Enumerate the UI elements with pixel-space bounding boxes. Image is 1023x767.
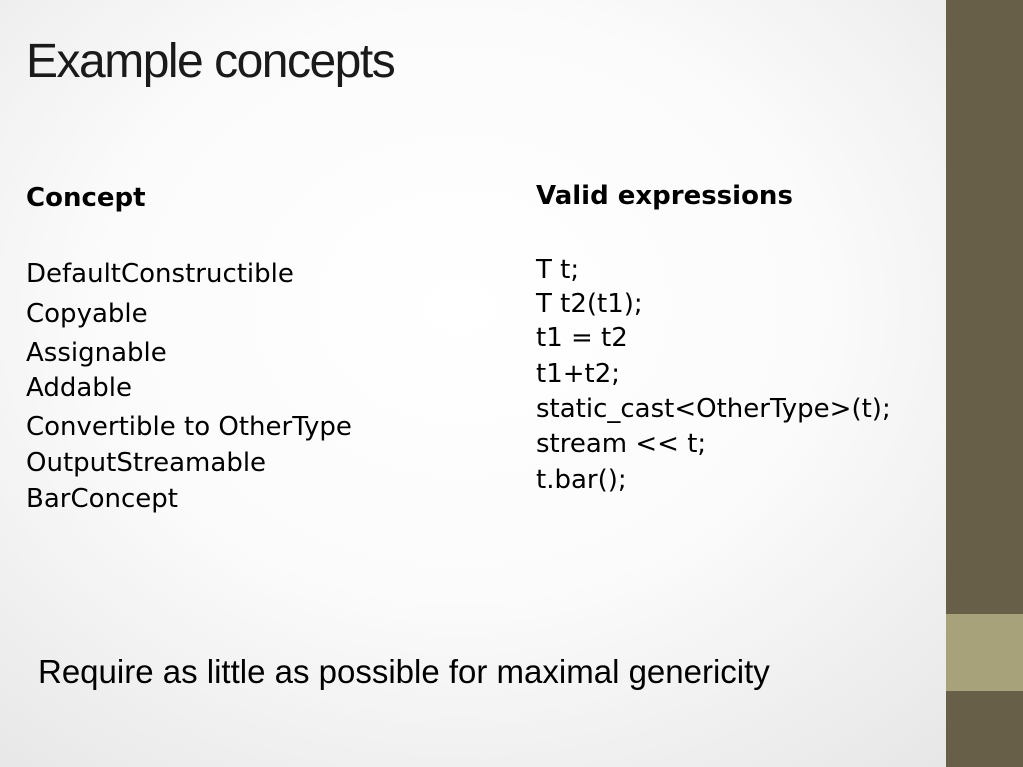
sidebar-accent-block — [946, 614, 1023, 691]
expression-item: t1 = t2 — [536, 323, 628, 353]
expression-item: static_cast<OtherType>(t); — [536, 394, 891, 424]
concept-item: BarConcept — [26, 484, 178, 514]
footer-note: Require as little as possible for maxima… — [38, 653, 770, 690]
valid-expressions-heading: Valid expressions — [536, 181, 793, 211]
concept-item: OutputStreamable — [26, 448, 267, 478]
expression-item: t.bar(); — [536, 465, 627, 495]
expression-item: T t2(t1); — [536, 289, 643, 319]
expression-item: t1+t2; — [536, 359, 621, 389]
expression-item: T t; — [536, 255, 580, 285]
expression-item: stream << t; — [536, 429, 707, 459]
concept-item: Assignable — [26, 338, 167, 368]
concept-item: Addable — [26, 373, 132, 403]
concept-item: Convertible to OtherType — [26, 412, 352, 442]
slide-title: Example concepts — [26, 35, 396, 88]
concept-heading: Concept — [26, 183, 146, 213]
concept-item: Copyable — [26, 299, 148, 329]
concept-item: DefaultConstructible — [26, 259, 294, 289]
